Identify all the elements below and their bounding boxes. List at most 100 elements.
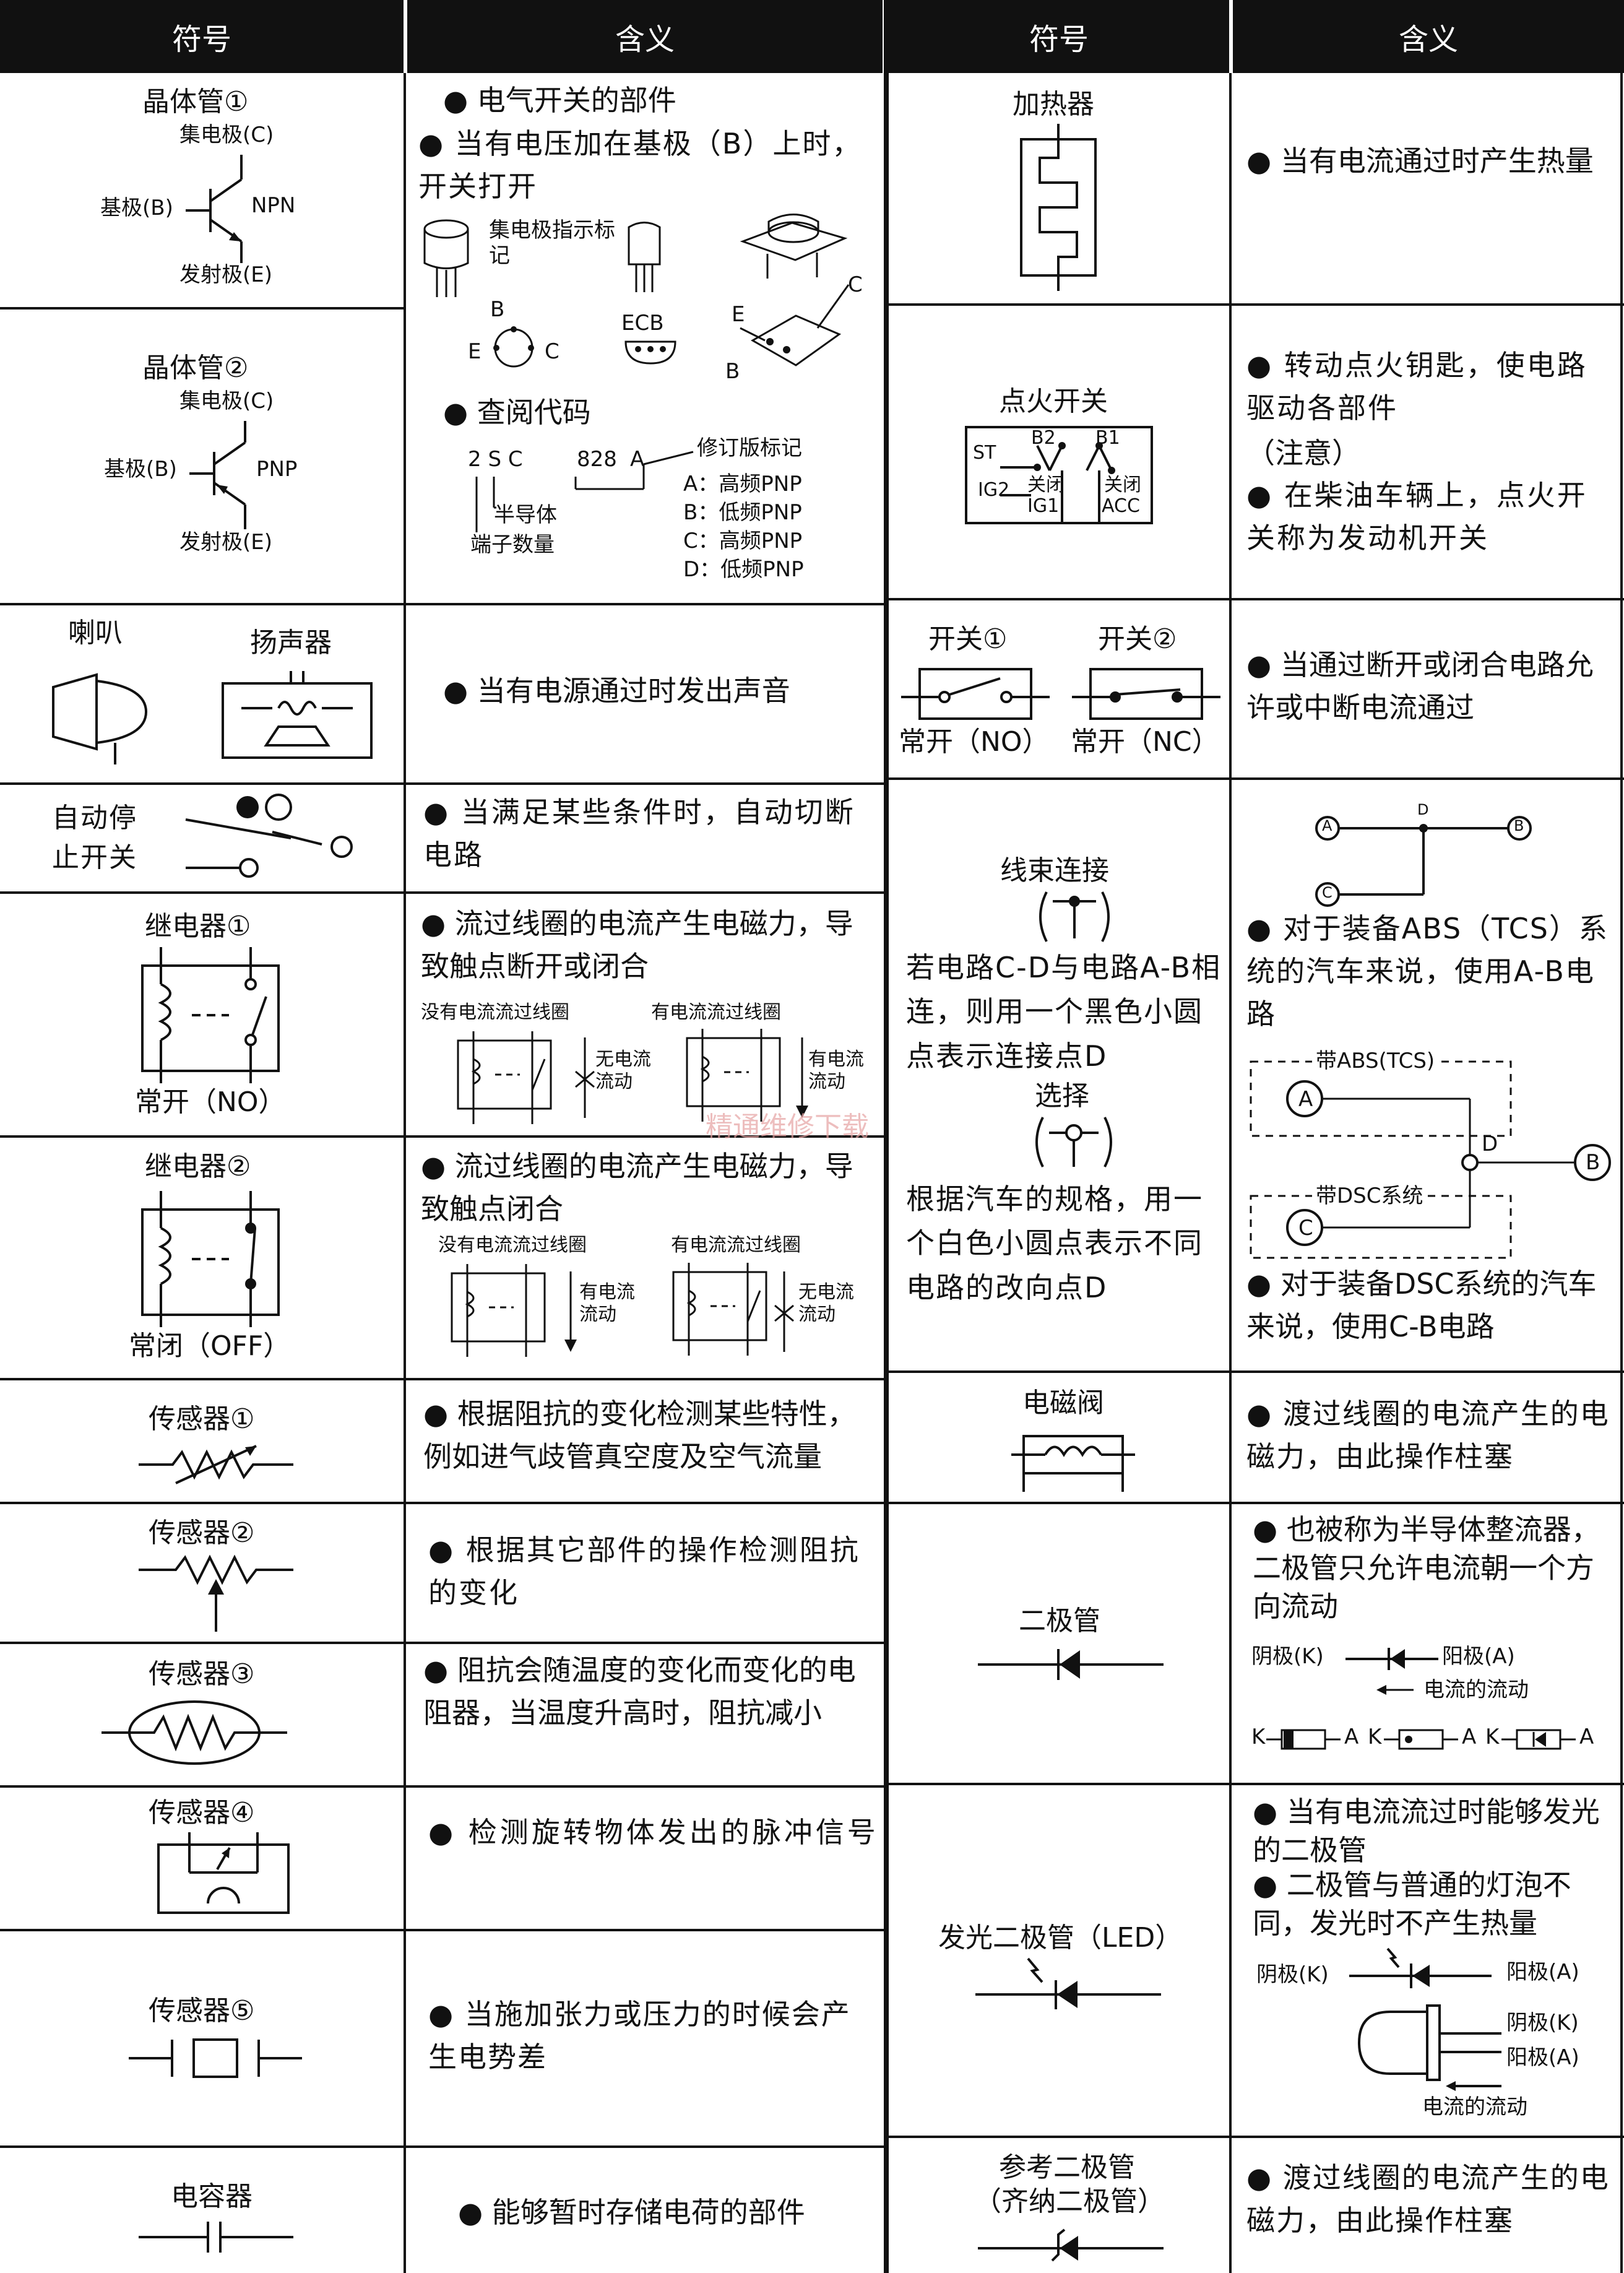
relay2-desc: ● 流过线圈的电流产生电磁力，导致触点闭合 [421, 1149, 853, 1226]
grid-divider [0, 1929, 885, 1931]
semiconductor-label: 半导体 [494, 503, 557, 527]
transistor2-emitter-label: 发射极(E) [179, 530, 273, 555]
revision-c: C：高频PNP [683, 529, 803, 553]
code-a: A [630, 447, 645, 472]
speaker-title: 扬声器 [250, 627, 332, 659]
grid-divider [885, 1502, 1624, 1504]
zener-desc: ● 渡过线圈的电流产生的电磁力，由此操作柱塞 [1246, 2161, 1610, 2237]
power-transistor-icon [736, 204, 854, 285]
grid-divider [0, 1135, 885, 1138]
grid-divider [0, 1378, 885, 1380]
transistor-desc-2: ● 当有电压加在基极（B）上时，开关打开 [418, 127, 862, 203]
grid-divider [885, 1783, 1624, 1785]
relay1-open-state-icon [452, 1031, 563, 1124]
ignition-note: （注意） [1246, 436, 1360, 470]
grid-divider [0, 307, 404, 310]
solenoid-title: 电磁阀 [1022, 1387, 1104, 1419]
code-bracket-lines [470, 446, 699, 539]
relay1-no-flow-arrow [576, 1037, 594, 1118]
relay2-has-flow-label: 有电流流动 [579, 1281, 635, 1325]
grid-divider [0, 1502, 885, 1504]
abs-node-b: B [1586, 1150, 1600, 1175]
ignition-b1-label: B1 [1095, 427, 1120, 449]
diode-package3-icon [1501, 1727, 1576, 1752]
transistor-desc-1: ● 电气开关的部件 [443, 84, 676, 117]
diode-flow-label: 电流的流动 [1423, 1678, 1529, 1702]
diode-package2-icon [1384, 1727, 1458, 1752]
junction-a-label: A [1322, 817, 1332, 834]
header-symbol-left: 符号 [0, 0, 404, 73]
pin-layout-icon [493, 326, 534, 373]
pulse-sensor-icon [152, 1832, 295, 1925]
capacitor-title: 电容器 [171, 2181, 253, 2212]
switch1-state: 常开（NO） [899, 726, 1050, 758]
pin-b-label: B [490, 297, 505, 322]
abs-node-c: C [1298, 1216, 1313, 1240]
ecb-pin-icon [623, 336, 678, 366]
grid-divider [885, 1370, 1624, 1373]
led-desc-1: ● 当有电流流过时能够发光的二极管 [1253, 1795, 1600, 1868]
led-anode-label: 阳极(A) [1506, 1960, 1579, 1985]
grid-divider [0, 782, 885, 785]
diode-anode-label: 阳极(A) [1442, 1644, 1515, 1669]
pin-e-label: E [468, 339, 482, 364]
switch2-title: 开关② [1098, 623, 1177, 655]
harness-abs-desc: ● 对于装备ABS（TCS）系统的汽车来说，使用A-B电路 [1246, 912, 1609, 1031]
relay2-no-flow-arrow [775, 1271, 793, 1352]
diode-orientation-icon [1345, 1647, 1438, 1671]
ecb-label: ECB [621, 311, 664, 336]
relay2-no-flow-label: 无电流流动 [798, 1281, 854, 1325]
grid-divider [885, 777, 1624, 780]
heater-desc: ● 当有电流通过时产生热量 [1246, 144, 1594, 178]
solenoid-desc: ● 渡过线圈的电流产生的电磁力，由此操作柱塞 [1246, 1397, 1610, 1473]
switch-desc: ● 当通过断开或闭合电路允许或中断电流通过 [1246, 648, 1594, 724]
diode-desc: ● 也被称为半导体整流器，二极管只允许电流朝一个方向流动 [1253, 1513, 1600, 1624]
transistor2-pnp-label: PNP [256, 457, 298, 482]
switch1-title: 开关① [928, 623, 1008, 655]
relay1-state: 常开（NO） [135, 1086, 286, 1118]
junction-white-dot-icon [1027, 1114, 1120, 1170]
ignition-b2-label: B2 [1031, 427, 1056, 449]
transistor2-collector-label: 集电极(C) [179, 389, 274, 413]
grid-divider [0, 603, 885, 605]
transistor1-npn-label: NPN [251, 193, 296, 218]
junction-ab-diagram [1312, 805, 1535, 910]
grid-divider [885, 2136, 1624, 2138]
led-pkg-cathode-label: 阴极(K) [1506, 2011, 1579, 2035]
collector-mark-label: 集电极指示标记 [489, 218, 615, 268]
transistor2-title: 晶体管② [142, 352, 249, 384]
led-pkg-anode-label: 阳极(A) [1506, 2045, 1579, 2070]
sensor2-title: 传感器② [149, 1517, 255, 1549]
led-title: 发光二极管（LED） [938, 1922, 1183, 1954]
revision-d: D：低频PNP [683, 557, 804, 582]
harness-title: 线束连接 [1000, 855, 1109, 886]
dsc-section-label: 带DSC系统 [1312, 1184, 1427, 1209]
transistor2-base-label: 基极(B) [104, 457, 177, 482]
npn-transistor-icon [186, 155, 260, 266]
relay1-has-flow-label: 有电流流动 [808, 1049, 864, 1093]
lookup-code-label: ● 查阅代码 [443, 396, 591, 429]
diode-pkg2-k: K [1368, 1725, 1382, 1749]
diode-pkg2-a: A [1462, 1725, 1477, 1749]
power-pin-e-label: E [732, 302, 745, 327]
ignition-acc-label: ACC [1102, 495, 1140, 517]
sensor5-desc: ● 当施加张力或压力的时候会产生电势差 [428, 1998, 851, 2074]
diode-title: 二极管 [1019, 1605, 1100, 1637]
diode-pkg3-a: A [1579, 1725, 1594, 1749]
switch-no-icon [901, 666, 1050, 722]
diode-icon [978, 1643, 1164, 1686]
heater-icon [1015, 124, 1102, 291]
current-flow-arrow [1376, 1685, 1414, 1695]
revision-mark-label: 修订版标记 [697, 436, 802, 461]
relay2-no-current-label: 没有电流流过线圈 [438, 1234, 587, 1256]
variable-resistor-icon [139, 1440, 293, 1489]
capacitor-icon [139, 2219, 293, 2256]
grid-divider [0, 1785, 885, 1788]
led-flow-label: 电流的流动 [1422, 2095, 1527, 2119]
relay1-no-flow-label: 无电流流动 [595, 1049, 651, 1093]
sensor3-desc: ● 阻抗会随温度的变化而变化的电阻器，当温度升高时，阻抗减小 [423, 1653, 856, 1730]
zener-diode-icon [978, 2228, 1164, 2266]
diode-pkg3-k: K [1485, 1725, 1500, 1749]
relay1-with-current-label: 有电流流过线圈 [651, 1002, 781, 1023]
grid-divider [885, 598, 1624, 600]
